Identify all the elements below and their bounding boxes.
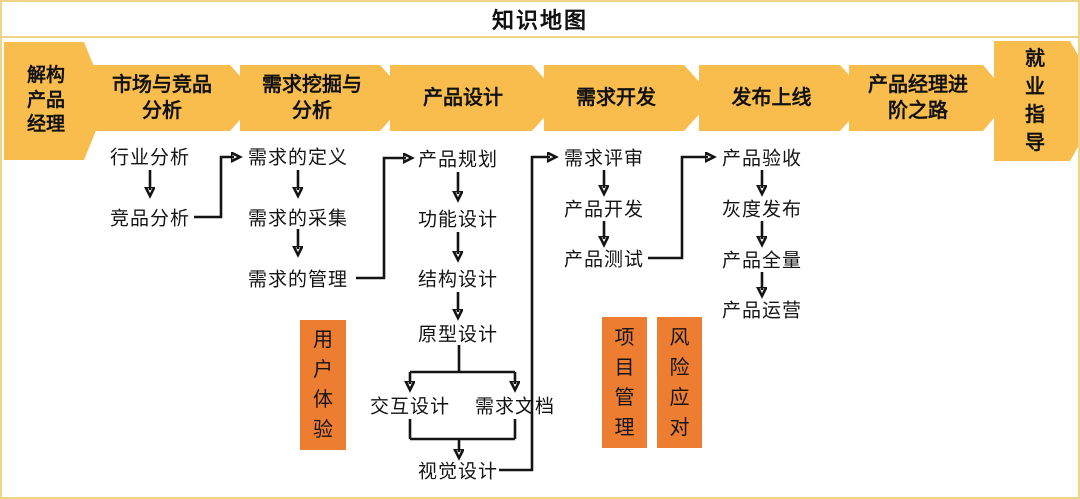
node-requirement-review: 需求评审 — [563, 148, 645, 170]
node-product-acceptance: 产品验收 — [721, 148, 803, 170]
title-bar: 知识地图 — [2, 2, 1078, 38]
arrow-testing-to-acceptance — [648, 157, 708, 260]
node-full-release: 产品全量 — [721, 250, 803, 272]
node-requirement-management: 需求的管理 — [247, 269, 349, 291]
node-requirement-collection: 需求的采集 — [247, 208, 349, 230]
node-gray-release: 灰度发布 — [721, 199, 803, 221]
node-product-operation: 产品运营 — [721, 300, 803, 322]
node-requirement-doc: 需求文档 — [474, 396, 556, 418]
arrow-competitor-to-requirement-definition — [194, 157, 234, 219]
box-risk-response: 风险应对 — [657, 317, 702, 448]
stage-requirement-development: 需求开发 — [544, 65, 714, 131]
node-competitor-analysis: 竞品分析 — [109, 208, 191, 230]
stage-pm-advancement: 产品经理进阶之路 — [849, 65, 1011, 131]
stage-product-design: 产品设计 — [390, 65, 562, 131]
node-industry-analysis: 行业分析 — [109, 147, 191, 169]
node-interaction-design: 交互设计 — [369, 396, 451, 418]
node-visual-design: 视觉设计 — [417, 461, 499, 483]
page-title: 知识地图 — [491, 8, 588, 33]
node-structure-design: 结构设计 — [417, 269, 499, 291]
node-function-design: 功能设计 — [417, 209, 499, 231]
arrow-management-to-product-planning — [356, 158, 406, 280]
node-product-testing: 产品测试 — [563, 249, 645, 271]
stage-requirement-mining: 需求挖掘与分析 — [240, 65, 410, 131]
stage-market-competitor-analysis: 市场与竞品分析 — [90, 65, 260, 131]
box-user-experience: 用户体验 — [300, 320, 346, 450]
node-product-development: 产品开发 — [563, 199, 645, 221]
stage-career-guidance: 就业指导 — [994, 41, 1080, 161]
box-project-management: 项目管理 — [602, 317, 647, 448]
node-product-planning: 产品规划 — [417, 149, 499, 171]
node-prototype-design: 原型设计 — [417, 324, 499, 346]
stage-release-launch: 发布上线 — [699, 65, 870, 131]
node-requirement-definition: 需求的定义 — [247, 147, 349, 169]
arrow-visual-to-requirement-review — [499, 157, 550, 472]
